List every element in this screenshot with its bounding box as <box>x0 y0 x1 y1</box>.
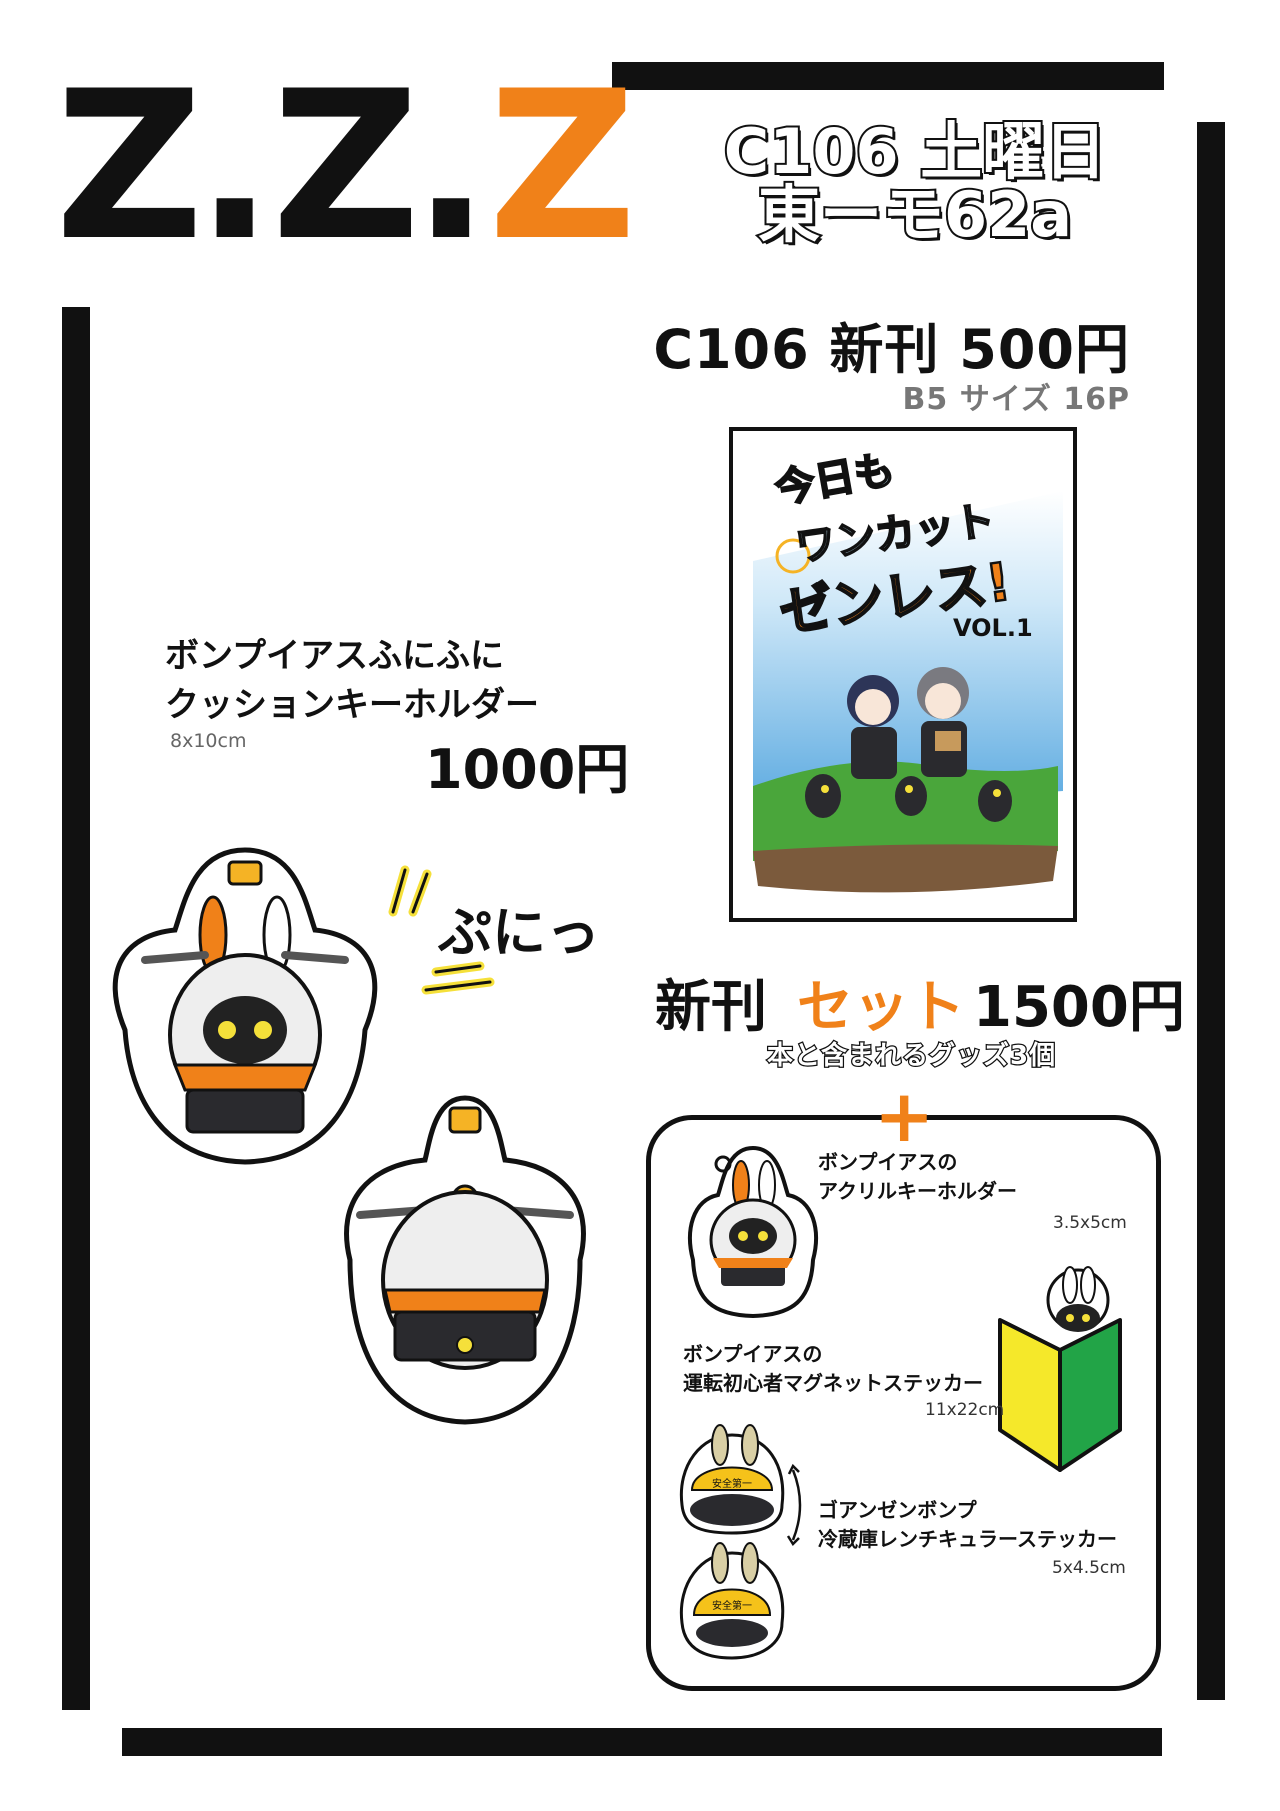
set-item-2-line2: 運転初心者マグネットステッカー <box>683 1371 983 1395</box>
helmet-bangboo-bottom: 安全第一 <box>679 1542 785 1660</box>
acrylic-keychain-illustration <box>688 1145 818 1319</box>
set-subtitle: 本と含まれるグッズ3個 <box>766 1040 1057 1073</box>
set-item-1-line1: ボンプイアスの <box>818 1150 958 1174</box>
cushion-name: ボンプイアスふにふに クッションキーホルダー <box>165 632 539 731</box>
logo-letter: Z <box>55 48 204 286</box>
set-label-new: 新刊 <box>655 975 767 1040</box>
book-cover: 今日も ワンカット ゼンレス! VOL.1 <box>729 427 1077 922</box>
logo-letter-accent: Z <box>488 48 637 286</box>
flip-arrow-icon <box>786 1463 802 1546</box>
frame-top-bar <box>612 62 1164 90</box>
frame-bottom-bar <box>122 1728 1162 1756</box>
cushion-name-line1: ボンプイアスふにふに <box>165 636 504 676</box>
dirt <box>753 844 1058 893</box>
frame-left-bar <box>62 307 90 1710</box>
event-day: C106 土曜日 <box>722 115 1109 188</box>
cushion-size: 8x10cm <box>170 730 247 752</box>
set-item-1-name: ボンプイアスの アクリルキーホルダー <box>818 1148 1017 1206</box>
bangboo-small <box>805 774 1012 822</box>
set-item-2-line1: ボンプイアスの <box>683 1342 823 1366</box>
plus-icon: + <box>874 1074 935 1158</box>
cushion-back-illustration <box>344 1095 586 1425</box>
logo-letter: Z <box>271 48 421 286</box>
logo-dot: . <box>412 48 491 286</box>
sfx-text: ぷにっ <box>438 901 600 964</box>
event-info: C106 土曜日 東ーモ62a <box>700 115 1130 252</box>
cushion-name-line2: クッションキーホルダー <box>165 685 539 726</box>
set-item-2-size: 11x22cm <box>925 1400 1005 1420</box>
set-item-3-line2: 冷蔵庫レンチキュラーステッカー <box>818 1527 1117 1551</box>
logo-dot: . <box>195 48 274 286</box>
sky-brush <box>753 491 1063 811</box>
cushion-front-illustration <box>112 847 378 1165</box>
character-left <box>847 675 899 779</box>
logo: Z . Z . Z <box>55 40 637 286</box>
frame-right-bar <box>1197 122 1225 1700</box>
new-book-title: C106 新刊 500円 <box>653 318 1130 381</box>
new-book-spec: B5 サイズ 16P <box>902 382 1130 417</box>
sun-icon <box>775 538 811 574</box>
set-item-3-line1: ゴアンゼンボンプ <box>818 1498 977 1522</box>
cover-volume: VOL.1 <box>953 614 1033 642</box>
set-price: 1500円 <box>973 975 1185 1040</box>
sfx-lines-icon <box>388 865 432 917</box>
set-item-1-line2: アクリルキーホルダー <box>818 1179 1017 1203</box>
lenticular-sticker-illustration: 安全第一 安全第一 <box>679 1424 785 1660</box>
helmet-bangboo-top: 安全第一 <box>679 1424 785 1535</box>
set-item-1-size: 3.5x5cm <box>1053 1213 1127 1233</box>
helmet-text: 安全第一 <box>712 1599 752 1612</box>
cover-art: 今日も ワンカット ゼンレス! VOL.1 <box>733 431 1073 918</box>
sfx-dash-icon <box>421 961 495 995</box>
set-item-3-size: 5x4.5cm <box>1052 1558 1126 1578</box>
event-booth: 東ーモ62a <box>756 178 1074 252</box>
set-item-2-name: ボンプイアスの 運転初心者マグネットステッカー <box>683 1340 983 1398</box>
character-right <box>917 667 969 777</box>
set-item-3-name: ゴアンゼンボンプ 冷蔵庫レンチキュラーステッカー <box>818 1496 1117 1554</box>
set-label-set: セット <box>797 975 965 1040</box>
cushion-price: 1000円 <box>425 738 630 801</box>
helmet-text: 安全第一 <box>712 1477 752 1490</box>
beginner-magnet-illustration <box>998 1266 1122 1472</box>
